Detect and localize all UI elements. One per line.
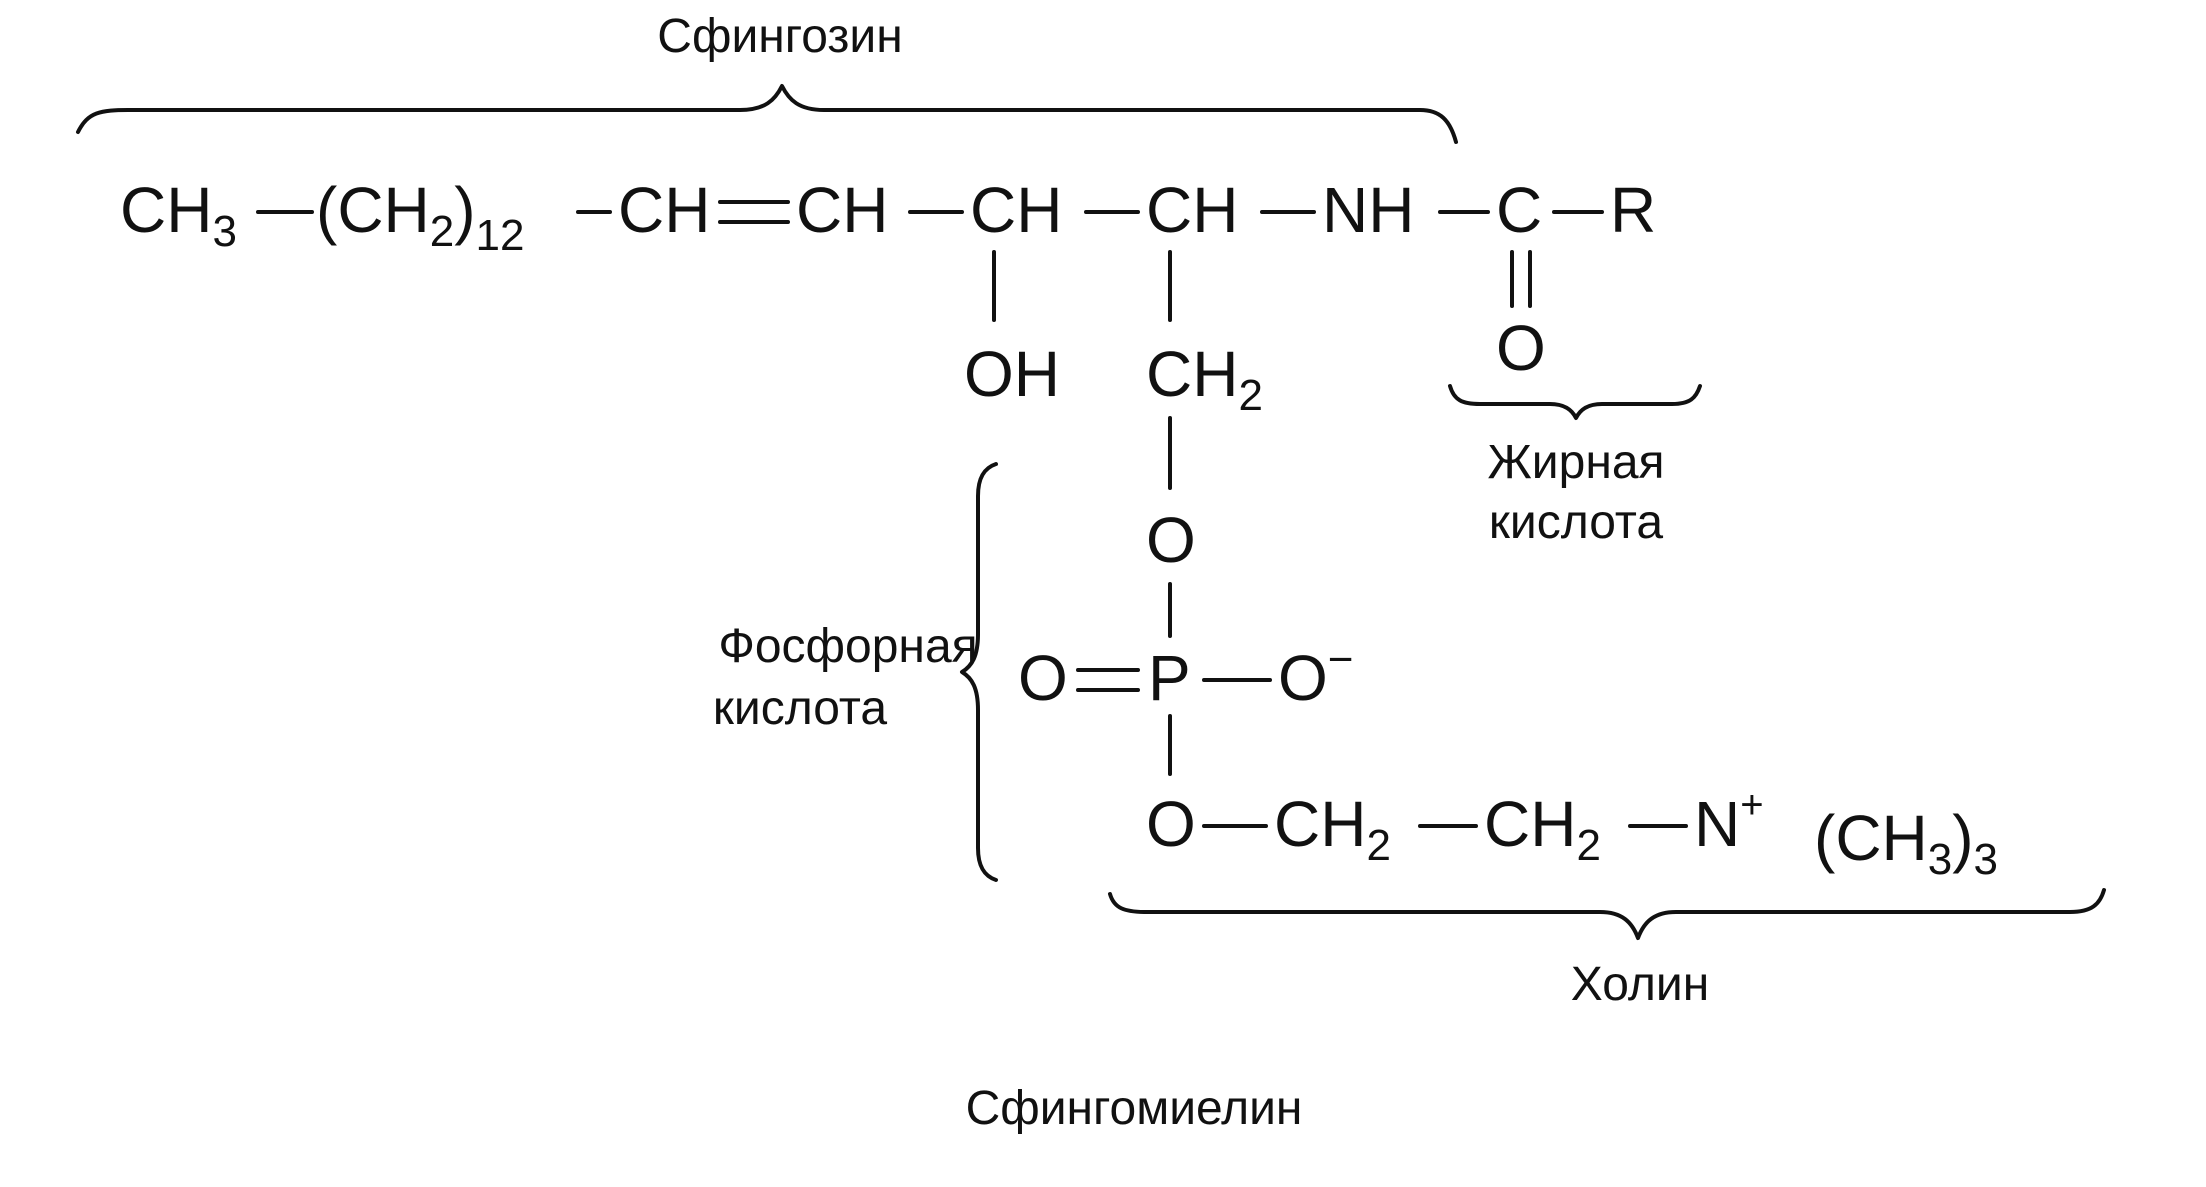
ester-oxygen: O xyxy=(1146,504,1196,576)
nh-group: NH xyxy=(1322,174,1414,246)
fatty-acid-label-line1: Жирная xyxy=(1487,436,1664,489)
main-chain: CH3 (CH2)12 CH CH CH CH NH C R xyxy=(120,174,1656,260)
ch-hydroxyl-carbon: CH xyxy=(970,174,1062,246)
fatty-acid-label-line2: кислота xyxy=(1489,496,1663,549)
phosphoric-acid-label-line2: кислота xyxy=(713,682,887,735)
ch3-group: CH3 xyxy=(120,174,237,256)
choline-ch2-2: CH2 xyxy=(1484,788,1601,870)
diagram-caption: Сфингомиелин xyxy=(966,1082,1303,1135)
phosphoric-acid-brace xyxy=(960,462,998,882)
ch-alkene-1: CH xyxy=(618,174,710,246)
ch2-side-group: CH2 xyxy=(1146,338,1263,420)
phosphoric-acid-label-line1: Фосфорная xyxy=(718,620,977,673)
carbonyl-carbon: C xyxy=(1496,174,1542,246)
sphingosine-brace xyxy=(76,84,1458,144)
choline-brace xyxy=(1108,888,2106,940)
sphingosine-label: Сфингозин xyxy=(657,10,902,63)
r-group: R xyxy=(1610,174,1656,246)
trimethyl-group: (CH3)3 xyxy=(1814,802,1998,884)
phosphorus-atom: P xyxy=(1148,642,1191,714)
ch-amino-carbon: CH xyxy=(1146,174,1238,246)
fatty-acid-brace xyxy=(1448,384,1702,420)
phosphate-double-oxygen: O xyxy=(1018,642,1068,714)
phosphate-anion-oxygen: O− xyxy=(1278,635,1353,714)
quaternary-nitrogen: N+ xyxy=(1694,783,1764,860)
ch-alkene-2: CH xyxy=(796,174,888,246)
choline-oxygen: O xyxy=(1146,788,1196,860)
choline-ch2-1: CH2 xyxy=(1274,788,1391,870)
hydroxyl-group: OH xyxy=(964,338,1060,410)
choline-label: Холин xyxy=(1571,958,1709,1011)
ch2-repeat-group: (CH2)12 xyxy=(316,174,525,260)
carbonyl-oxygen: O xyxy=(1496,312,1546,384)
